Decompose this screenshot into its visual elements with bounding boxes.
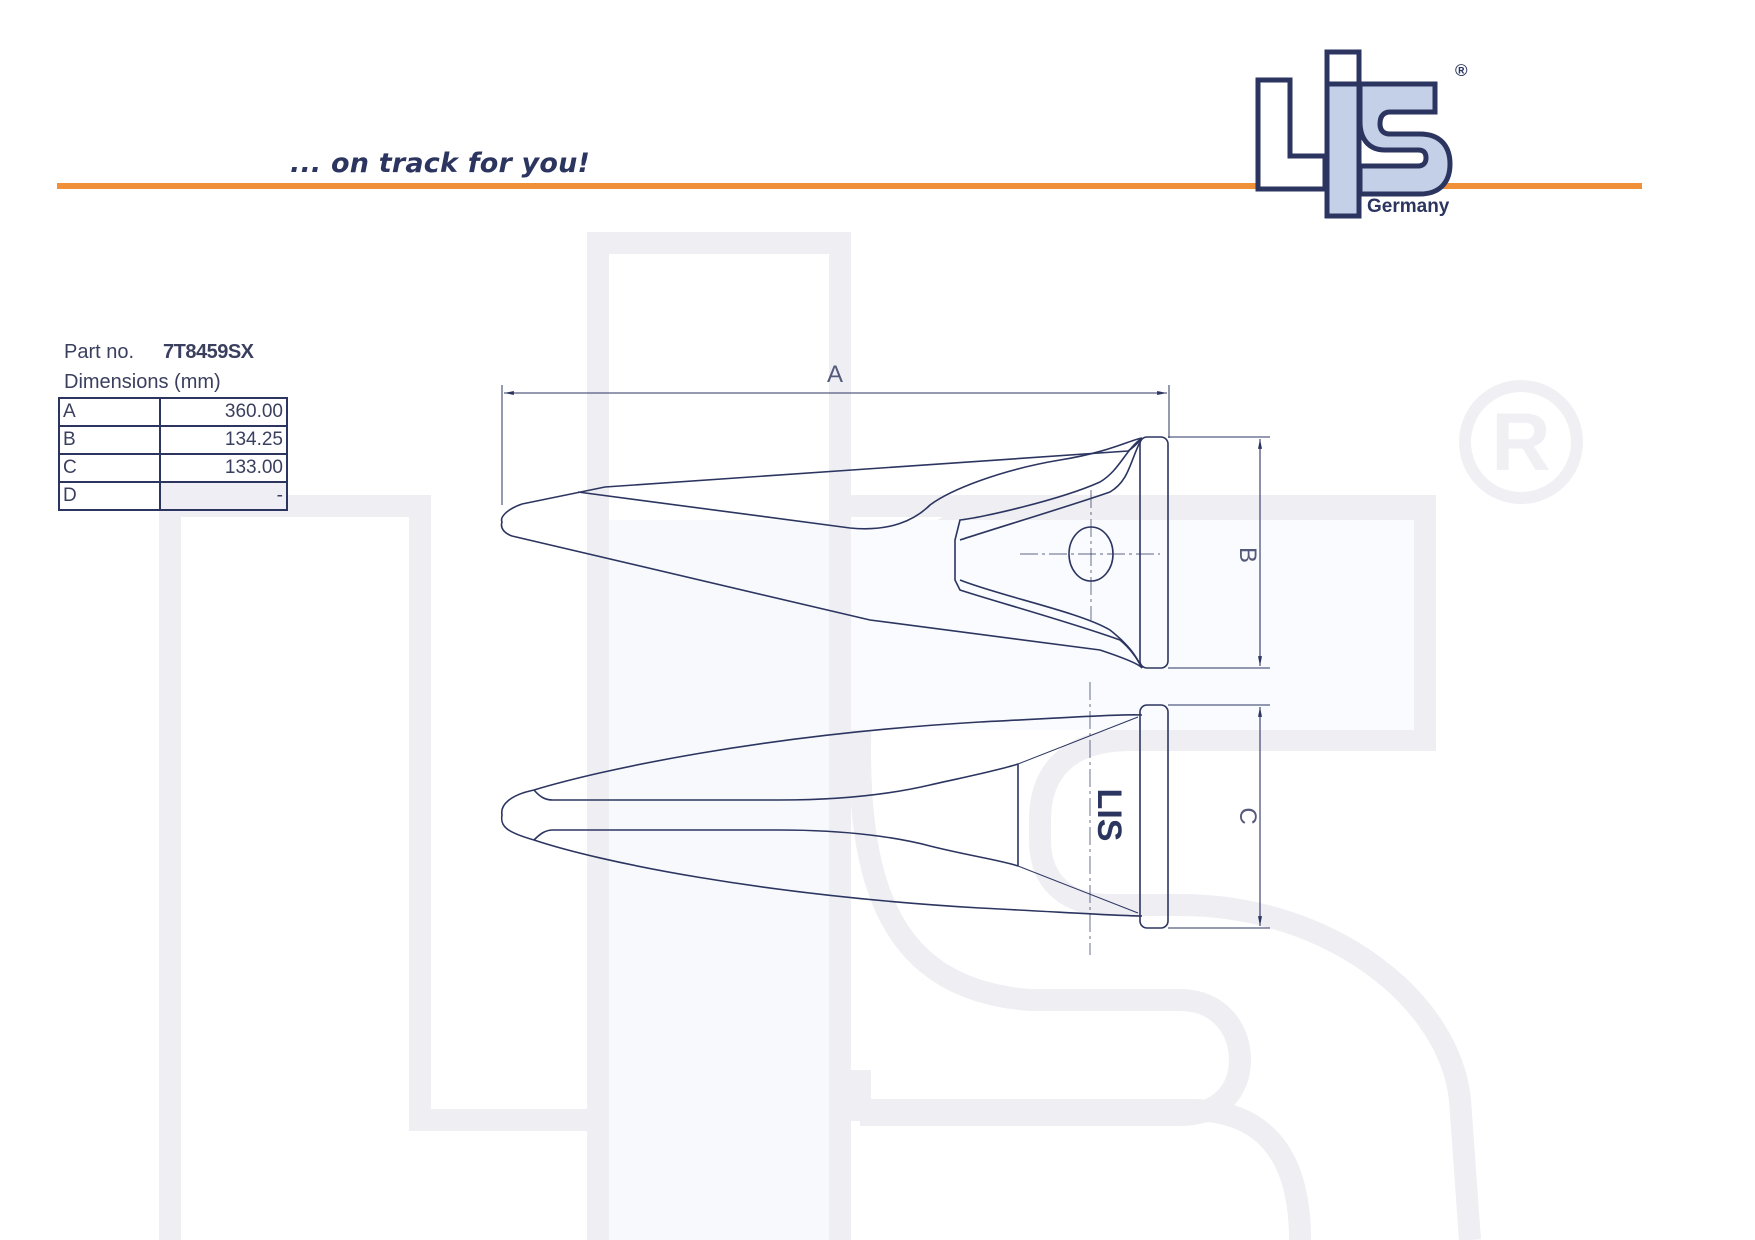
svg-text:R: R xyxy=(1491,397,1550,488)
dimension-key: A xyxy=(58,397,161,427)
dimension-value: 133.00 xyxy=(159,453,288,483)
table-row: C 133.00 xyxy=(58,453,288,483)
tagline: ... on track for you! xyxy=(290,148,591,179)
registered-icon: ® xyxy=(1455,61,1468,80)
dimension-label-c: C xyxy=(1234,807,1261,824)
dimension-label-b: B xyxy=(1234,547,1261,563)
dimension-label-a: A xyxy=(827,361,843,388)
dimension-key: B xyxy=(58,425,161,455)
dimension-value: - xyxy=(159,481,288,511)
table-row: B 134.25 xyxy=(58,425,288,455)
table-row: D - xyxy=(58,481,288,511)
lis-germany-logo: ® Germany xyxy=(1255,49,1468,219)
dimension-b xyxy=(1168,436,1270,669)
top-view xyxy=(500,682,1169,955)
dimension-key: D xyxy=(58,481,161,511)
dimensions-title: Dimensions (mm) xyxy=(64,371,221,393)
dimension-c xyxy=(1168,704,1270,929)
dimensions-table: A 360.00 B 134.25 C 133.00 D - xyxy=(58,397,288,511)
watermark-registered-icon: R xyxy=(1459,380,1583,504)
svg-text:Germany: Germany xyxy=(1367,196,1450,217)
dimension-value: 360.00 xyxy=(159,397,288,427)
part-number-label: Part no. xyxy=(64,341,135,363)
part-number-value: 7T8459SX xyxy=(163,341,254,363)
dimension-key: C xyxy=(58,453,161,483)
dimension-a xyxy=(501,385,1170,505)
table-row: A 360.00 xyxy=(58,397,288,427)
side-view xyxy=(500,436,1169,669)
dimension-value: 134.25 xyxy=(159,425,288,455)
lis-stamp: LIS xyxy=(1090,789,1128,842)
header-rule xyxy=(57,183,1642,189)
